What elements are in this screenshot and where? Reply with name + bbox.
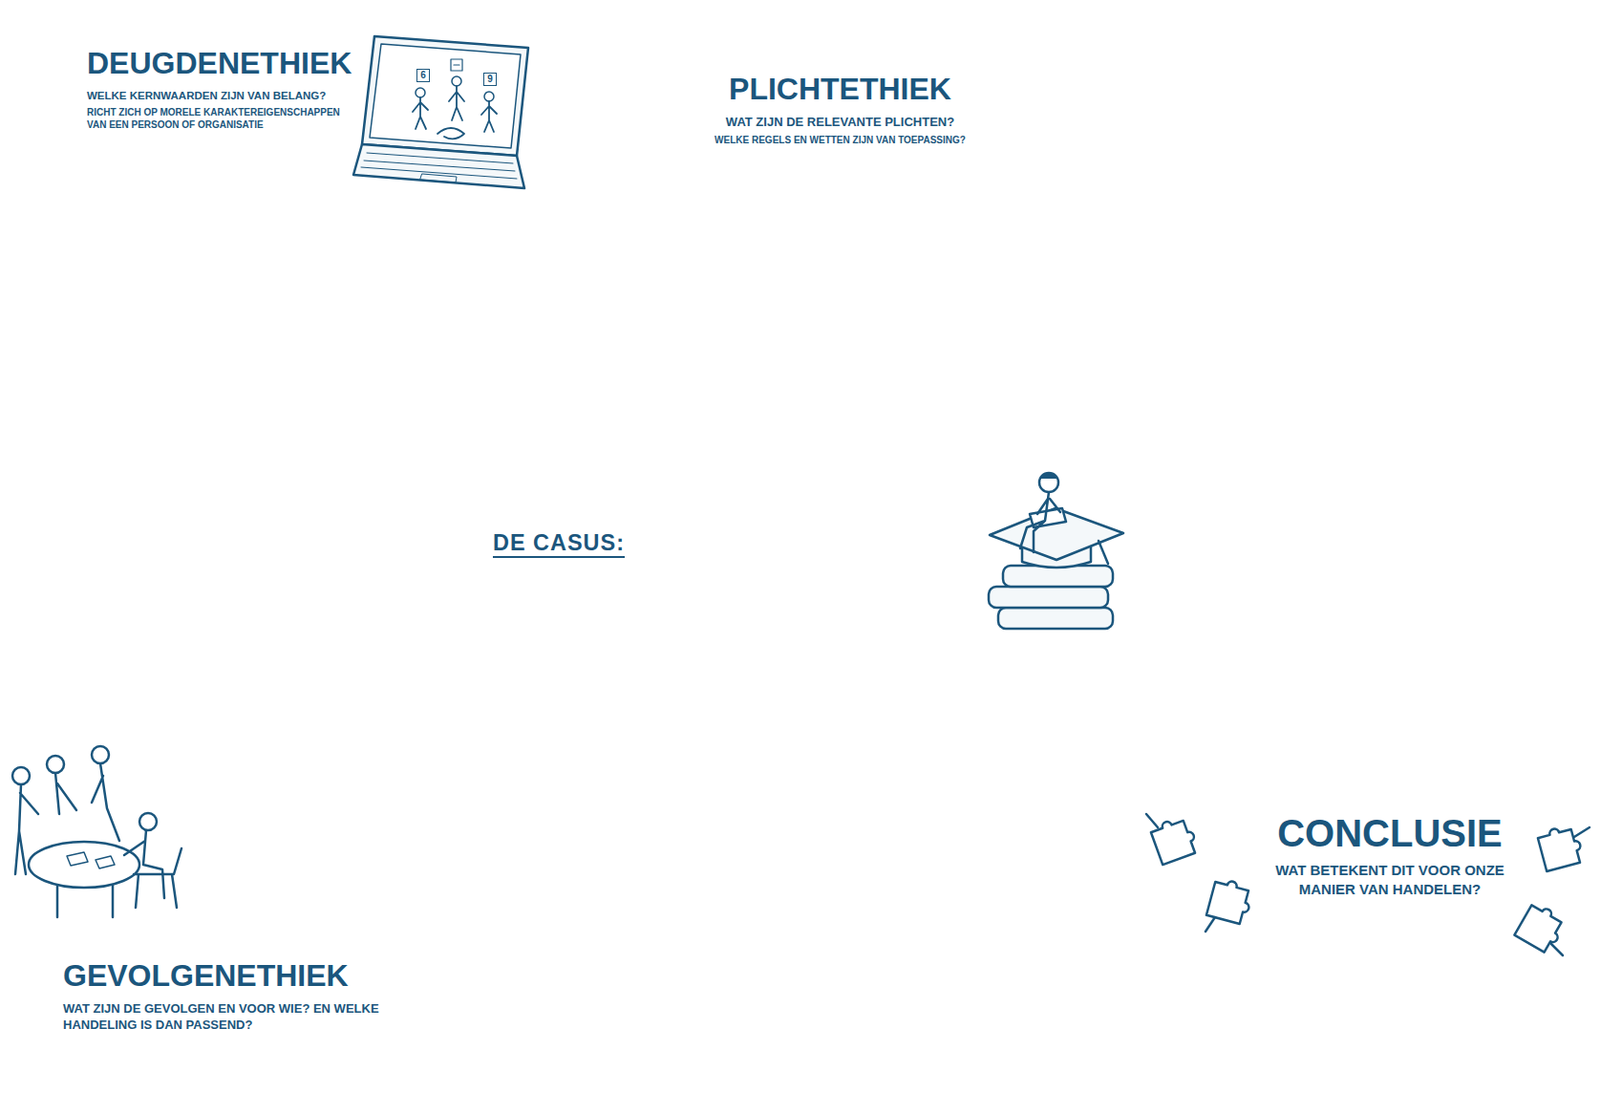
text-group: GEVOLGENETHIEK WAT ZIJN DE GEVOLGEN EN VO… xyxy=(63,958,407,1034)
meeting-table-illustration xyxy=(12,746,182,918)
case-circle: DE CASUS: xyxy=(383,480,735,796)
text-group: PLICHTETHIEK WAT ZIJN DE RELEVANTE PLICHT… xyxy=(626,71,1054,147)
description: WELKE REGELS EN WETTEN ZIJN VAN TOEPASSI… xyxy=(626,133,1054,147)
case-circle-outline xyxy=(383,480,735,796)
heading: DE CASUS: xyxy=(383,530,735,556)
bubble-group xyxy=(383,480,735,796)
heading: GEVOLGENETHIEK xyxy=(63,958,407,994)
bubble-outline xyxy=(383,480,735,796)
text-group: DEUGDENETHIEK WELKE KERNWAARDEN ZIJN VAN … xyxy=(86,45,355,131)
speech-number: 9 xyxy=(483,72,497,86)
bubble-border xyxy=(12,7,505,709)
text-group: CONCLUSIE WAT BETEKENT DIT VOOR ONZE MANI… xyxy=(1263,810,1516,898)
description: RICHT ZICH OP MORELE KARAKTEREIGENSCHAPP… xyxy=(86,106,355,131)
duty-ethics-bubble: PLICHTETHIEK WAT ZIJN DE RELEVANTE PLICHT… xyxy=(588,39,1092,660)
bubble-group xyxy=(588,39,1092,709)
student-on-books-illustration xyxy=(988,472,1124,629)
consequence-ethics-bubble: GEVOLGENETHIEK WAT ZIJN DE GEVOLGEN EN VO… xyxy=(28,725,1092,1068)
virtue-ethics-bubble: DEUGDENETHIEK WELKE KERNWAARDEN ZIJN VAN … xyxy=(12,7,505,669)
bubble-group xyxy=(12,7,505,709)
bubble-border xyxy=(28,725,1092,1084)
bubble-border xyxy=(1155,106,1590,990)
heading: PLICHTETHIEK xyxy=(626,71,1054,107)
bubble-border xyxy=(588,39,1092,709)
bubble-group xyxy=(1155,106,1590,990)
heading: CONCLUSIE xyxy=(1263,810,1516,855)
description: WELKE KERNWAARDEN ZIJN VAN BELANG? xyxy=(86,88,355,104)
bubble-group xyxy=(28,725,1092,1084)
text-group: DE CASUS: xyxy=(383,530,735,556)
bubble-outline xyxy=(588,39,1092,660)
description: WAT ZIJN DE GEVOLGEN EN VOOR WIE? EN WEL… xyxy=(63,1001,407,1034)
bubble-outline xyxy=(1155,106,1590,927)
bubble-outline xyxy=(28,725,1092,1068)
speech-number: 6 xyxy=(416,68,430,83)
conclusion-bubble: CONCLUSIE WAT BETEKENT DIT VOOR ONZE MANI… xyxy=(1155,106,1590,927)
case-circle-tail xyxy=(635,727,734,793)
heading: DEUGDENETHIEK xyxy=(86,45,355,82)
laptop-illustration xyxy=(353,36,529,189)
description: WAT BETEKENT DIT VOOR ONZE MANIER VAN HA… xyxy=(1263,860,1516,898)
description: WAT ZIJN DE RELEVANTE PLICHTEN? xyxy=(626,114,1054,131)
